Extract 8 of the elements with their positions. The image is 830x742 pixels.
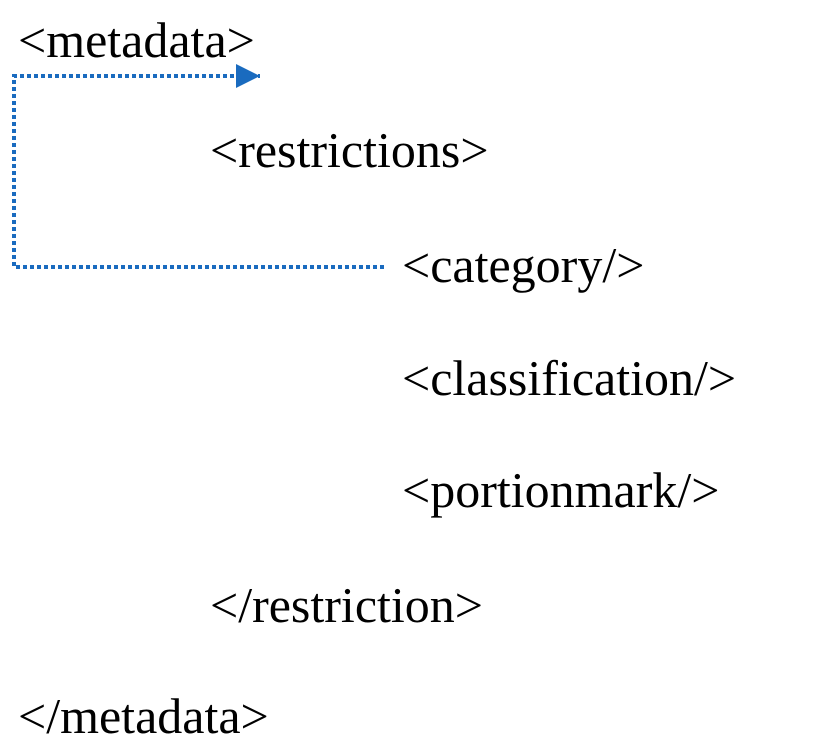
xml-tag: <portionmark/>	[402, 462, 720, 518]
xml-tag: <metadata>	[18, 12, 255, 68]
arrow	[12, 64, 384, 269]
xml-tag: </restriction>	[210, 577, 483, 633]
xml-tag: <restrictions>	[210, 122, 489, 178]
xml-tag: </metadata>	[18, 688, 269, 742]
xml-tag: <category/>	[402, 237, 644, 293]
xml-tag: <classification/>	[402, 350, 736, 406]
